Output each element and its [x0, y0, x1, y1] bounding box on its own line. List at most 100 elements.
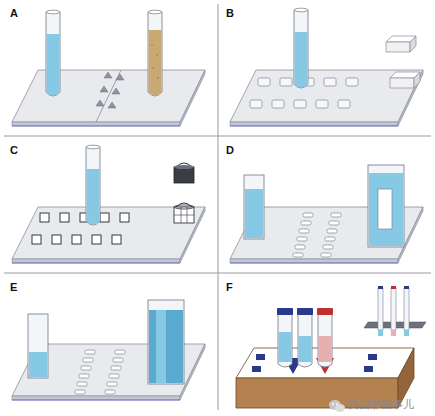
test-tube — [279, 332, 292, 362]
sample-square — [338, 100, 350, 108]
panel-letter: E — [10, 282, 17, 293]
test-tube — [46, 10, 60, 14]
test-tube — [277, 308, 333, 367]
cage — [60, 213, 69, 222]
panel-a-art — [12, 10, 205, 126]
slot-column — [113, 358, 123, 362]
cage — [72, 235, 81, 244]
panel-c-art — [12, 145, 205, 263]
cuvette — [156, 310, 166, 383]
inset-rack — [378, 288, 383, 330]
slot-column — [83, 358, 93, 362]
test-tube — [299, 336, 312, 362]
cage — [92, 235, 101, 244]
sample-square — [294, 100, 306, 108]
slot-column — [329, 221, 339, 225]
panel-letter: D — [226, 145, 234, 156]
cuvette — [149, 310, 183, 383]
slot-column — [111, 366, 121, 370]
inset-rack — [404, 288, 409, 330]
test-tube — [297, 308, 313, 315]
cuvette — [244, 165, 404, 247]
cage — [100, 213, 109, 222]
slot-column — [109, 374, 119, 378]
cage — [32, 213, 129, 244]
wechat-icon — [335, 404, 345, 412]
slot-column — [331, 213, 341, 217]
test-tube — [317, 308, 333, 315]
inset-rack — [378, 286, 383, 289]
slot-column — [79, 374, 89, 378]
sample-square — [250, 100, 262, 108]
panel-grid — [4, 4, 431, 410]
cage — [40, 213, 49, 222]
test-tube — [157, 77, 159, 79]
slot-column — [293, 253, 303, 257]
marker — [364, 366, 373, 372]
sample-square — [280, 78, 292, 86]
test-tube — [87, 169, 100, 225]
inset-rack — [364, 286, 426, 336]
test-tube — [295, 32, 308, 88]
wechat-icon — [329, 400, 345, 412]
marker — [256, 354, 265, 360]
inset-rack — [391, 286, 396, 289]
test-tube — [152, 67, 154, 69]
wechat-icon — [332, 403, 334, 405]
basket — [174, 163, 194, 223]
test-tube — [86, 145, 100, 149]
panel-f-art — [236, 286, 426, 408]
slot-column — [323, 245, 333, 249]
sample-square — [346, 78, 358, 86]
test-tube — [86, 147, 100, 225]
inset-rack — [404, 286, 409, 289]
test-tube — [156, 54, 158, 56]
cuvette — [245, 189, 263, 238]
panel-c-art — [12, 207, 205, 263]
test-tube — [318, 314, 332, 367]
test-tube — [47, 34, 60, 96]
slot-column — [81, 366, 91, 370]
cage — [52, 235, 61, 244]
panel-letter: C — [10, 145, 18, 156]
slot-column — [77, 382, 87, 386]
slot-column — [327, 229, 337, 233]
panel-grid — [4, 273, 431, 274]
test-tube — [319, 336, 332, 362]
pyramid — [104, 72, 112, 78]
cage — [32, 235, 41, 244]
test-tube — [148, 12, 162, 96]
inset-rack — [404, 330, 409, 336]
block — [414, 72, 420, 88]
cuvette — [369, 173, 403, 246]
slot-column — [321, 253, 331, 257]
slot-column — [295, 245, 305, 249]
test-tube — [151, 44, 153, 46]
test-tube — [294, 8, 308, 88]
test-tube — [298, 314, 312, 367]
slot-column — [297, 237, 307, 241]
panel-letter: A — [10, 8, 18, 19]
panel-e-art — [12, 300, 205, 400]
pyramid — [112, 88, 120, 94]
test-tube — [278, 314, 292, 367]
inset-rack — [378, 330, 383, 336]
pyramid — [116, 74, 124, 80]
cuvette — [244, 175, 264, 239]
slot-column — [105, 390, 115, 394]
cuvette — [148, 300, 184, 384]
test-tube — [149, 30, 162, 96]
panel-grid — [4, 136, 431, 137]
inset-rack — [391, 288, 396, 330]
cuvette — [28, 300, 184, 384]
test-tube — [46, 12, 60, 96]
panel-letter: F — [226, 282, 233, 293]
pyramid — [96, 100, 104, 106]
basket — [174, 205, 194, 209]
panel-d-art — [230, 165, 423, 263]
sample-square — [316, 100, 328, 108]
slot-column — [75, 390, 85, 394]
panel-b-art — [230, 8, 423, 126]
panel-letter: B — [226, 8, 234, 19]
